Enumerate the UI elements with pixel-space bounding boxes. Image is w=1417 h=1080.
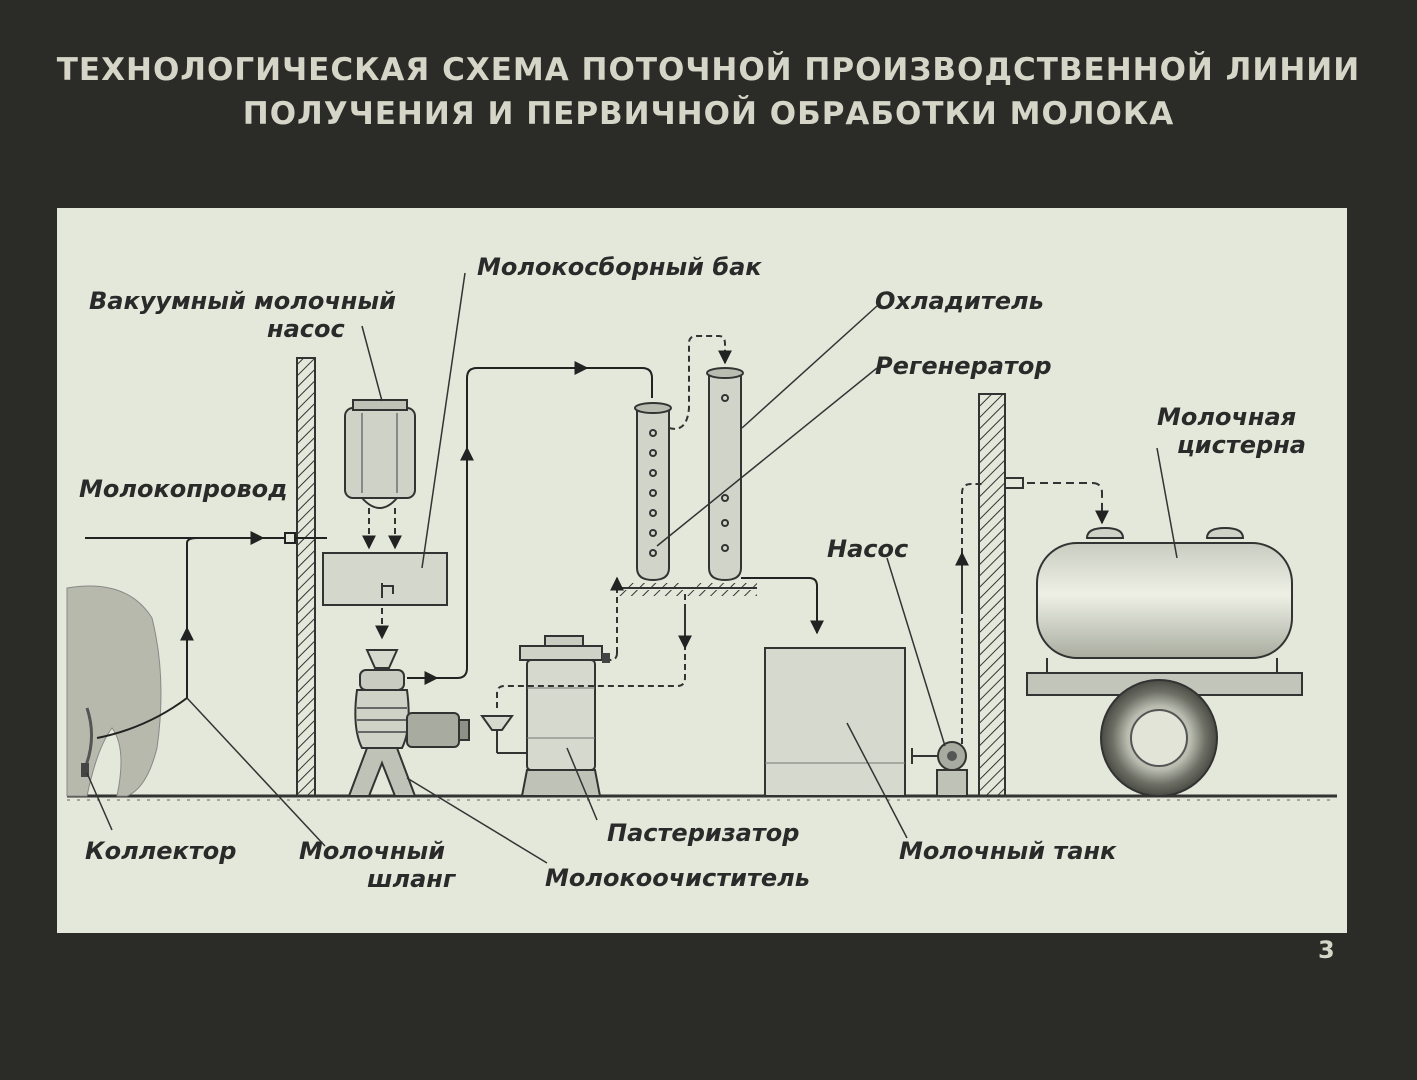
slide-title: ТЕХНОЛОГИЧЕСКАЯ СХЕМА ПОТОЧНОЙ ПРОИЗВОДС…	[0, 48, 1417, 136]
process-diagram	[66, 272, 1337, 864]
pump	[911, 483, 982, 797]
label-milk-collecting-tank: Молокосборный бак	[477, 253, 762, 281]
cow-silhouette	[66, 585, 162, 797]
label-milk-tank: Молочный танк	[899, 837, 1117, 865]
column-base	[617, 587, 757, 596]
title-line-1: ТЕХНОЛОГИЧЕСКАЯ СХЕМА ПОТОЧНОЙ ПРОИЗВОДС…	[56, 52, 1361, 88]
label-milk-pipeline: Молокопровод	[79, 475, 288, 503]
leader-lines	[86, 272, 1178, 864]
wall-left	[296, 357, 316, 797]
label-vacuum-pump-line1: Вакуумный молочный	[89, 287, 396, 315]
label-regenerator: Регенератор	[875, 352, 1052, 380]
label-pump: Насос	[827, 535, 909, 563]
milk-hose	[96, 537, 198, 739]
milk-tanker	[1026, 526, 1303, 797]
page-number: 3	[1318, 936, 1335, 964]
regenerator	[622, 402, 682, 587]
pipe-to-tanker	[1004, 477, 1109, 525]
vacuum-milk-pump	[344, 399, 416, 550]
ground-line	[67, 794, 1337, 801]
label-collector: Коллектор	[85, 837, 237, 865]
label-milk-tanker-line2: цистерна	[1177, 431, 1306, 459]
label-milk-hose-line1: Молочный	[299, 837, 446, 865]
label-milk-hose-line2: шланг	[367, 865, 456, 893]
cooler	[668, 335, 757, 587]
pipe-cooler-to-tank	[741, 577, 824, 635]
label-cooler: Охладитель	[875, 287, 1044, 315]
label-vacuum-pump-line2: насос	[267, 315, 345, 343]
label-pasteurizer: Пастеризатор	[607, 819, 800, 847]
dashed-flow-pasteurizer	[496, 576, 692, 708]
milk-pipeline	[85, 531, 327, 545]
milk-tank	[764, 647, 906, 797]
milk-collecting-tank	[322, 552, 448, 640]
pasteurizer	[480, 635, 610, 797]
milk-cleaner	[347, 649, 470, 797]
title-line-2: ПОЛУЧЕНИЯ И ПЕРВИЧНОЙ ОБРАБОТКИ МОЛОКА	[242, 96, 1175, 132]
label-milk-tanker-line1: Молочная	[1157, 403, 1297, 431]
pipe-cleaner-to-coolers	[407, 361, 653, 685]
diagram-panel: Молокосборный бак Вакуумный молочный нас…	[57, 208, 1347, 933]
wall-right	[978, 393, 1006, 797]
label-milk-cleaner: Молокоочиститель	[545, 864, 810, 892]
